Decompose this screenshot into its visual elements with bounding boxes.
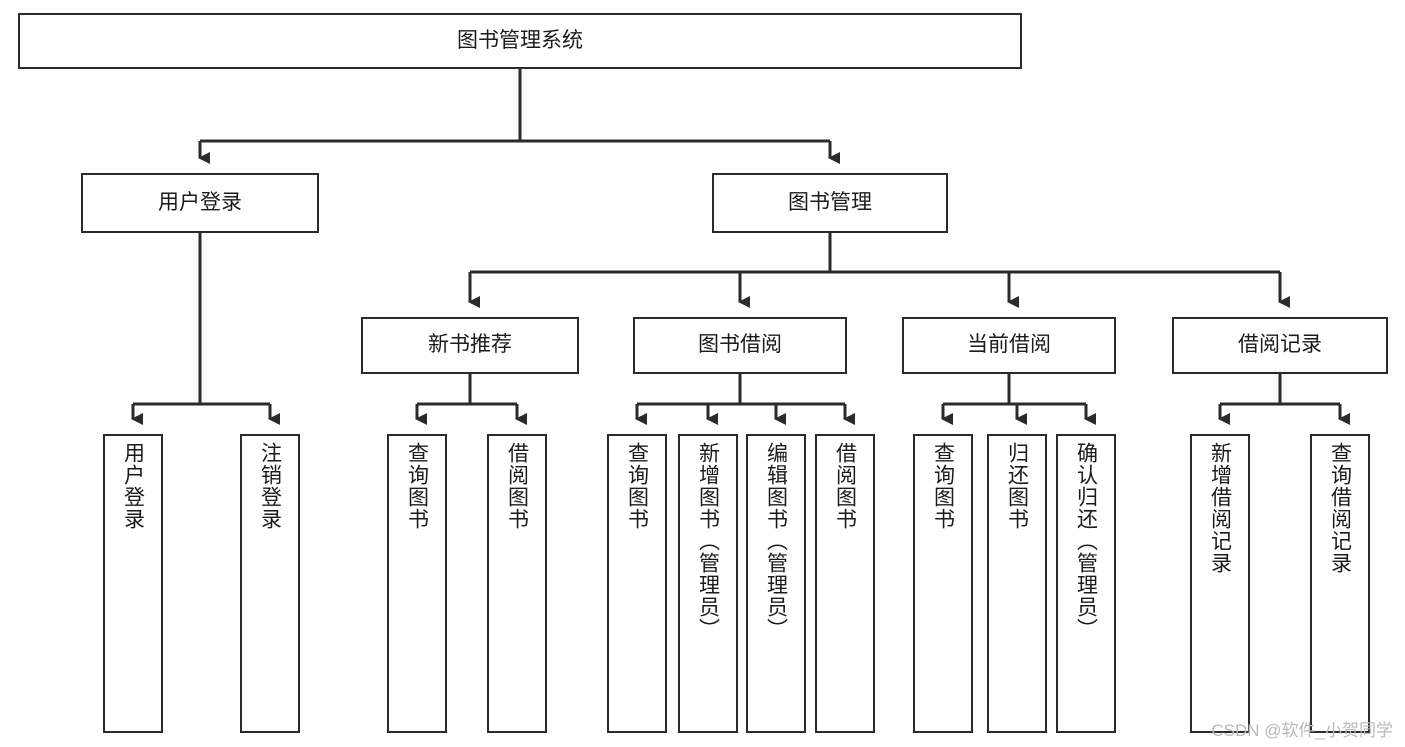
node-leaf-return-book-label: 归还图书 xyxy=(1005,442,1029,530)
node-leaf-query-book-current[interactable]: 查询图书 xyxy=(913,434,973,733)
node-leaf-return-book[interactable]: 归还图书 xyxy=(987,434,1047,733)
node-leaf-query-book-recommend[interactable]: 查询图书 xyxy=(387,434,447,733)
node-leaf-query-book-recommend-label: 查询图书 xyxy=(405,442,429,530)
node-borrow-records-label: 借阅记录 xyxy=(1238,333,1322,357)
node-leaf-query-borrow-record[interactable]: 查询借阅记录 xyxy=(1310,434,1370,733)
node-leaf-query-book-current-label: 查询图书 xyxy=(931,442,955,530)
node-current-borrow-label: 当前借阅 xyxy=(967,333,1051,357)
node-leaf-query-book-borrow[interactable]: 查询图书 xyxy=(607,434,667,733)
node-leaf-edit-book-admin[interactable]: 编辑图书（管理员） xyxy=(746,434,806,733)
node-borrow-records[interactable]: 借阅记录 xyxy=(1172,317,1388,374)
node-leaf-add-book-admin-label: 新增图书（管理员） xyxy=(696,442,720,640)
node-book-borrow-label: 图书借阅 xyxy=(698,333,782,357)
node-leaf-add-book-admin[interactable]: 新增图书（管理员） xyxy=(678,434,738,733)
node-leaf-logout-login-label: 注销登录 xyxy=(258,442,282,530)
node-user-login-label: 用户登录 xyxy=(158,190,242,214)
node-leaf-borrow-book-label: 借阅图书 xyxy=(833,442,857,530)
node-leaf-edit-book-admin-label: 编辑图书（管理员） xyxy=(764,442,788,640)
node-leaf-add-borrow-record-label: 新增借阅记录 xyxy=(1208,442,1232,574)
node-book-borrow[interactable]: 图书借阅 xyxy=(633,317,847,374)
node-leaf-confirm-return-admin-label: 确认归还（管理员） xyxy=(1074,442,1098,640)
node-leaf-logout-login[interactable]: 注销登录 xyxy=(240,434,300,733)
node-book-management-label: 图书管理 xyxy=(788,190,872,214)
node-leaf-query-book-borrow-label: 查询图书 xyxy=(625,442,649,530)
node-leaf-confirm-return-admin[interactable]: 确认归还（管理员） xyxy=(1056,434,1116,733)
node-root[interactable]: 图书管理系统 xyxy=(18,13,1022,69)
node-leaf-user-login-label: 用户登录 xyxy=(121,442,145,530)
node-leaf-borrow-book-recommend[interactable]: 借阅图书 xyxy=(487,434,547,733)
csdn-watermark: CSDN @软件_小贺同学 xyxy=(1211,721,1393,740)
node-book-management[interactable]: 图书管理 xyxy=(712,173,948,233)
node-root-label: 图书管理系统 xyxy=(457,28,583,52)
node-new-book-recommend[interactable]: 新书推荐 xyxy=(361,317,579,374)
node-leaf-add-borrow-record[interactable]: 新增借阅记录 xyxy=(1190,434,1250,733)
node-user-login[interactable]: 用户登录 xyxy=(81,173,319,233)
node-leaf-borrow-book[interactable]: 借阅图书 xyxy=(815,434,875,733)
node-leaf-query-borrow-record-label: 查询借阅记录 xyxy=(1328,442,1352,574)
node-leaf-user-login[interactable]: 用户登录 xyxy=(103,434,163,733)
node-new-book-recommend-label: 新书推荐 xyxy=(428,333,512,357)
node-current-borrow[interactable]: 当前借阅 xyxy=(902,317,1116,374)
node-leaf-borrow-book-recommend-label: 借阅图书 xyxy=(505,442,529,530)
